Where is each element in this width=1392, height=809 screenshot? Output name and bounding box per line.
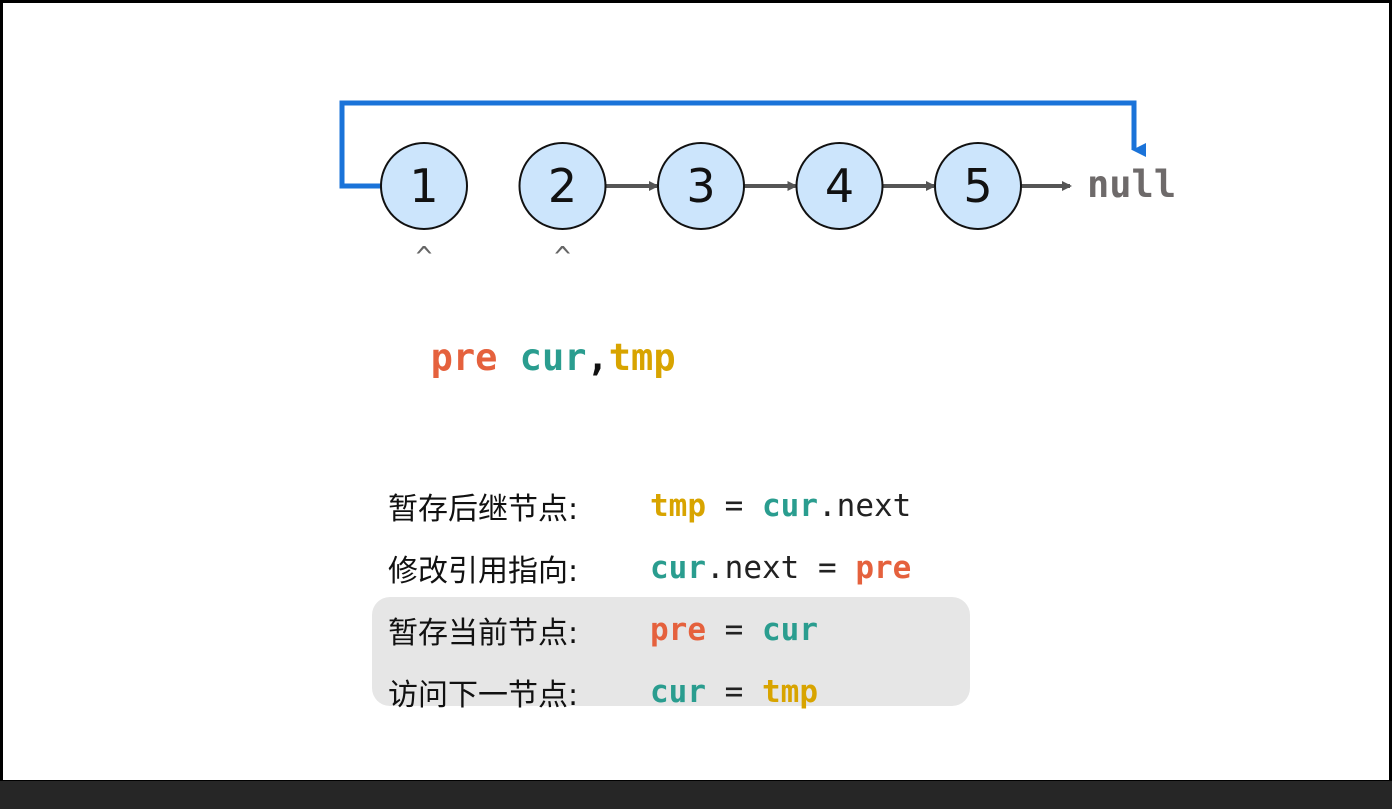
- code-token: =: [706, 674, 762, 710]
- step-code: tmp = cur.next: [650, 488, 911, 524]
- node-2: [518, 142, 607, 230]
- pre-token: pre: [650, 612, 706, 648]
- step-label: 暂存当前节点:: [388, 616, 579, 651]
- node-1: [380, 142, 468, 230]
- comma: ,: [586, 336, 609, 379]
- step-label: 暂存后继节点:: [388, 492, 579, 527]
- cur-token: cur: [650, 550, 706, 586]
- code-token: =: [706, 488, 762, 524]
- cur-token: cur: [762, 488, 818, 524]
- cur-token: cur: [762, 612, 818, 648]
- node-3-label: 3: [686, 159, 715, 213]
- node-4: [795, 142, 884, 230]
- code-token: .next =: [706, 550, 856, 586]
- pointer-marker-1: ^: [416, 240, 433, 273]
- node-5-label: 5: [963, 159, 992, 213]
- code-token: =: [706, 612, 762, 648]
- step-row: 修改引用指向: cur.next = pre: [388, 537, 911, 599]
- tmp-token: tmp: [650, 488, 706, 524]
- cur-label: cur: [519, 336, 587, 379]
- pointer-labels: pre cur,tmp: [386, 293, 676, 379]
- tmp-label: tmp: [608, 336, 676, 379]
- node-5: [934, 142, 1022, 230]
- pre-label: pre: [430, 336, 498, 379]
- node-4-label: 4: [825, 159, 854, 213]
- step-code: cur.next = pre: [650, 550, 911, 586]
- step-label: 访问下一节点:: [388, 678, 579, 713]
- code-token: .next: [818, 488, 912, 524]
- pre-token: pre: [855, 550, 912, 586]
- node-3: [657, 142, 745, 230]
- tmp-token: tmp: [762, 674, 818, 710]
- reversed-link-arrow: [339, 100, 1146, 189]
- node-2-label: 2: [548, 159, 577, 213]
- step-label: 修改引用指向:: [388, 554, 579, 589]
- step-row: 访问下一节点: cur = tmp: [388, 661, 911, 723]
- separator: [497, 336, 519, 379]
- highlight-box: [372, 597, 970, 706]
- step-row: 暂存当前节点: pre = cur: [388, 599, 911, 661]
- node-1-label: 1: [409, 159, 438, 213]
- bottom-bar: [0, 781, 1392, 809]
- null-label: null: [1087, 163, 1176, 206]
- step-code: cur = tmp: [650, 674, 818, 710]
- step-row: 暂存后继节点: tmp = cur.next: [388, 475, 911, 537]
- cur-token: cur: [650, 674, 706, 710]
- pointer-marker-2: ^: [554, 240, 571, 273]
- step-code: pre = cur: [650, 612, 818, 648]
